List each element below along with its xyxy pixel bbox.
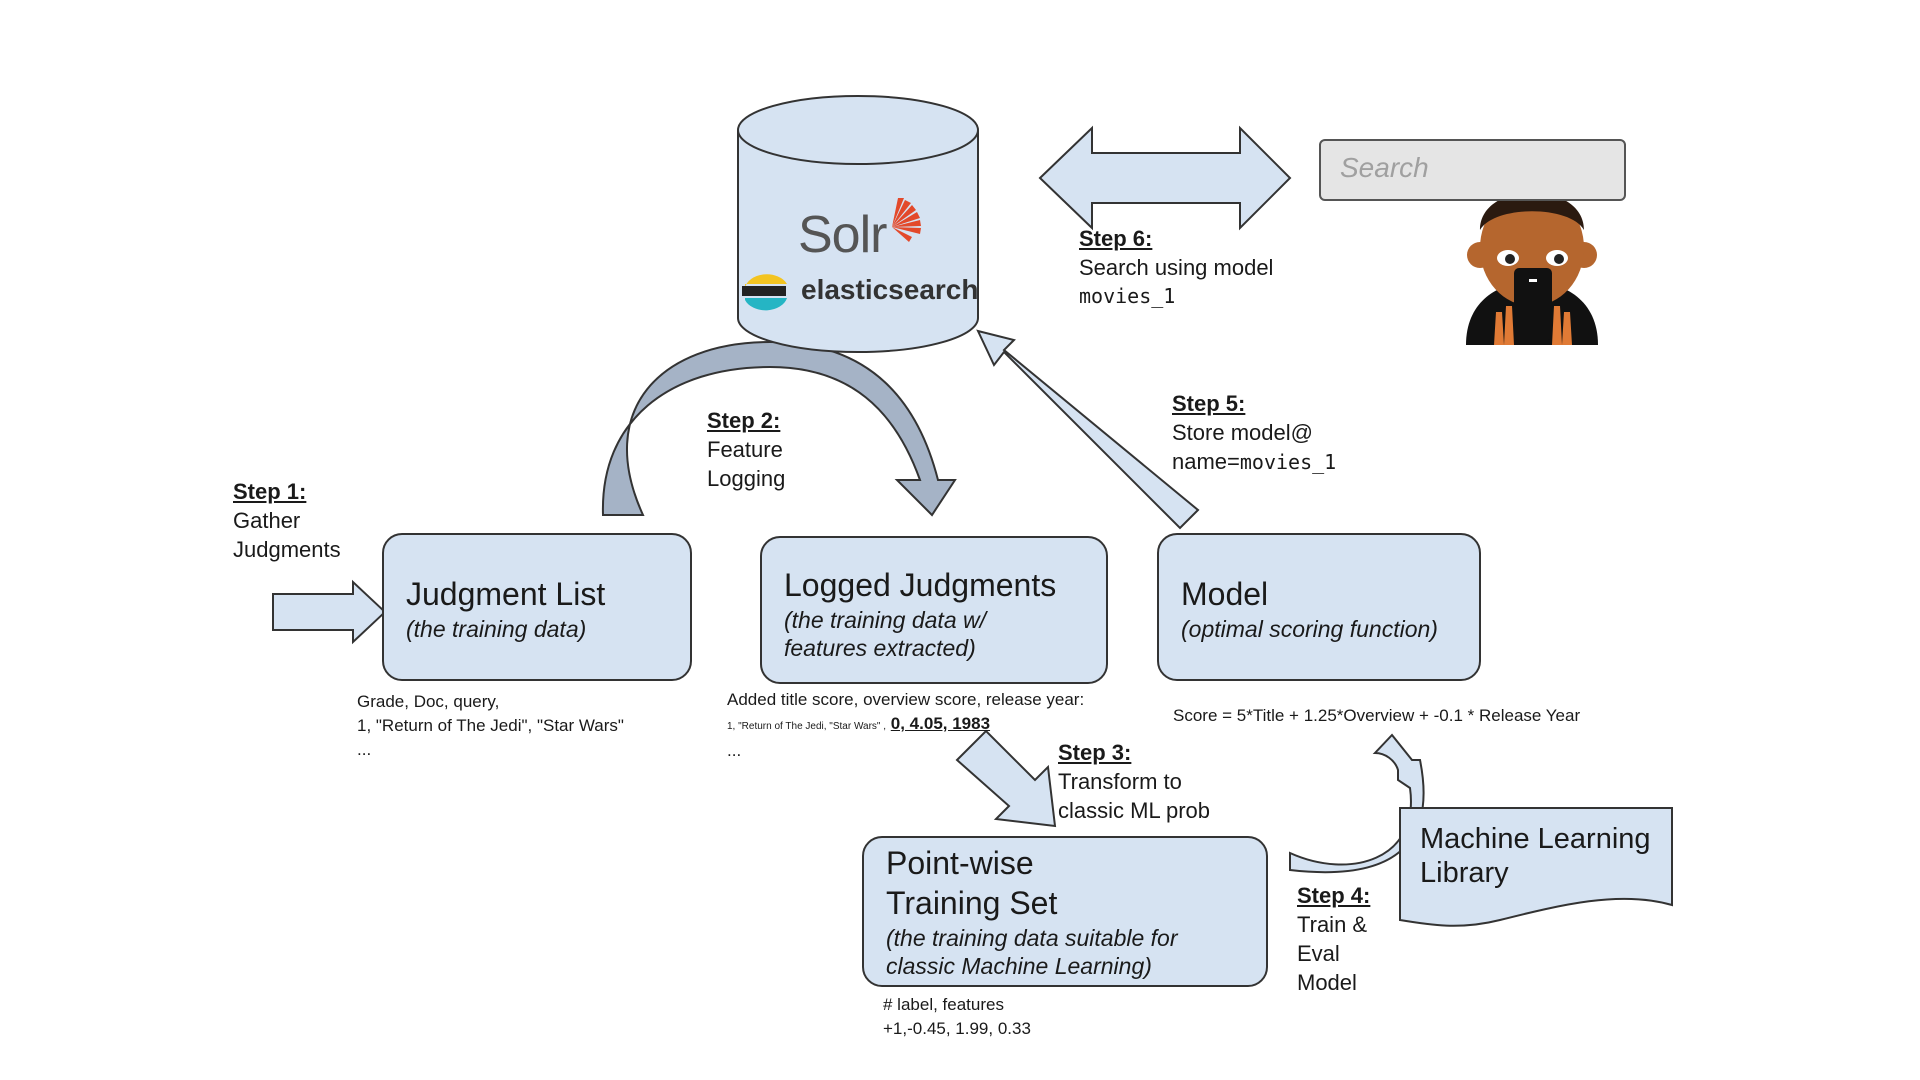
judgment-list-note-3: ... [357,740,372,759]
step5-arrow [976,329,1200,530]
elasticsearch-logo-icon [742,274,787,311]
training-set-box: Point-wise Training Set (the training da… [862,836,1268,987]
step4-head: Step 4: [1297,883,1371,908]
ml-library-document [1399,807,1673,927]
solr-sunburst-icon [892,198,921,242]
step1-line1: Gather [233,508,301,533]
step3-head: Step 3: [1058,740,1132,765]
training-set-title-1: Point-wise [886,845,1034,881]
search-placeholder: Search [1340,152,1429,183]
step5-line2: name=movies_1 [1172,447,1336,477]
ml-library-label: Machine Learning Library [1420,822,1651,890]
ml-library-title-1: Machine Learning [1420,823,1651,855]
model-subtitle: (optimal scoring function) [1181,616,1438,642]
logged-judgments-box: Logged Judgments (the training data w/ f… [760,536,1108,684]
step3-arrow [955,729,1057,828]
logged-notes: Added title score, overview score, relea… [727,688,1084,763]
step6-code: movies_1 [1079,284,1176,308]
logged-judgments-subtitle-1: (the training data w/ [784,607,987,633]
step2-head: Step 2: [707,408,781,433]
step5-label: Step 5: Store model@ name=movies_1 [1172,389,1336,477]
step5-line2-prefix: name= [1172,449,1240,474]
step4-curved-arrow [1289,733,1425,874]
model-title: Model [1181,576,1269,612]
logged-note-2-values: 0, 4.05, 1983 [890,714,991,733]
training-set-note-2: +1,-0.45, 1.99, 0.33 [883,1019,1031,1038]
ml-library-title-2: Library [1420,857,1509,889]
step2-line2: Logging [707,466,786,491]
judgment-list-box: Judgment List (the training data) [382,533,692,681]
step3-label: Step 3: Transform to classic ML prob [1058,738,1210,825]
logged-note-2: 1, "Return of The Jedi, "Star Wars" , 0,… [727,712,1084,739]
step4-label: Step 4: Train & Eval Model [1297,881,1370,997]
step1-arrow [272,579,387,645]
step3-line1: Transform to [1058,769,1182,794]
logged-note-1: Added title score, overview score, relea… [727,690,1085,709]
step1-line2: Judgments [233,537,341,562]
step4-line2: Eval [1297,941,1340,966]
logged-note-2-small: 1, "Return of The Jedi, "Star Wars" , [727,721,887,732]
judgment-list-note-1: Grade, Doc, query, [357,692,500,711]
logged-note-3: ... [727,741,742,760]
step1-label: Step 1: Gather Judgments [233,477,341,564]
training-set-title-2: Training Set [886,885,1058,921]
model-box: Model (optimal scoring function) [1157,533,1481,681]
step6-line1: Search using model [1079,255,1274,280]
step5-head: Step 5: [1172,391,1246,416]
elasticsearch-logo-text: elasticsearch [801,274,979,305]
logged-judgments-subtitle-2: features extracted) [784,635,976,661]
step6-label: Step 6: Search using model movies_1 [1079,224,1273,311]
search-box[interactable] [1319,139,1626,201]
step4-line1: Train & [1297,912,1368,937]
step4-line3: Model [1297,970,1357,995]
step2-line1: Feature [707,437,783,462]
person-with-phone-icon [1466,190,1598,345]
training-set-notes: # label, features +1,-0.45, 1.99, 0.33 [883,993,1031,1041]
training-set-subtitle-2: classic Machine Learning) [886,953,1152,979]
training-set-subtitle-1: (the training data suitable for [886,925,1178,951]
judgment-list-note-2: 1, "Return of The Jedi", "Star Wars" [357,716,624,735]
judgment-list-notes: Grade, Doc, query, 1, "Return of The Jed… [357,690,624,762]
step2-curved-arrow [601,340,957,517]
step1-head: Step 1: [233,479,307,504]
logged-judgments-title: Logged Judgments [784,567,1057,603]
solr-logo: Solr [798,206,887,264]
step3-line2: classic ML prob [1058,798,1211,823]
database-cylinder [737,95,979,353]
training-set-note-1: # label, features [883,995,1004,1014]
model-formula: Score = 5*Title + 1.25*Overview + -0.1 *… [1173,706,1581,725]
step2-label: Step 2: Feature Logging [707,406,785,493]
judgment-list-title: Judgment List [406,576,606,612]
step6-head: Step 6: [1079,226,1153,251]
step5-line1: Store model@ [1172,420,1313,445]
step6-double-arrow [1038,125,1292,231]
judgment-list-subtitle: (the training data) [406,616,587,642]
step5-line2-code: movies_1 [1239,450,1337,474]
